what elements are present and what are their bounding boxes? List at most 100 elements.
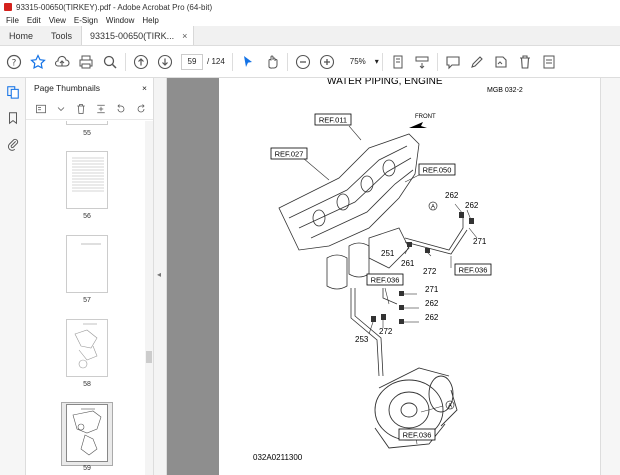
part-number: 261	[401, 259, 415, 268]
page-navigator: 59 / 124	[181, 53, 225, 70]
zoom-out-icon[interactable]	[291, 50, 315, 74]
hand-icon[interactable]	[260, 50, 284, 74]
insert-page-icon[interactable]	[92, 100, 110, 118]
svg-text:A: A	[448, 404, 452, 410]
export-icon[interactable]	[537, 50, 561, 74]
attachment-icon[interactable]	[4, 134, 22, 154]
page-fit-icon[interactable]	[386, 50, 410, 74]
comment-icon[interactable]	[441, 50, 465, 74]
toolbar-divider	[286, 52, 288, 71]
thumbnail-label: 59	[83, 465, 91, 472]
svg-text:REF.036: REF.036	[403, 431, 432, 440]
turbocharger-outline	[374, 367, 458, 449]
fittings	[371, 212, 474, 324]
parts-drawing: WATER PIPING, ENGINE MGB 032-2 FRONT	[253, 78, 523, 462]
delete-icon[interactable]	[513, 50, 537, 74]
rotate-cw-icon[interactable]	[132, 100, 150, 118]
star-icon[interactable]	[26, 50, 50, 74]
thumbnail-page-58[interactable]	[66, 319, 108, 377]
options-menu-icon[interactable]	[32, 100, 50, 118]
ref-box-011: REF.011	[314, 113, 352, 126]
part-number: 262	[465, 201, 479, 210]
menu-window[interactable]: Window	[105, 15, 135, 25]
chevron-down-icon[interactable]	[52, 100, 70, 118]
zoom-level[interactable]: 75%	[349, 57, 366, 66]
page-thumbnails-icon[interactable]	[4, 82, 22, 102]
ref-box-027: REF.027	[270, 147, 308, 160]
window-title: 93315-00650(TIRKEY).pdf - Adobe Acrobat …	[16, 2, 213, 12]
thumbnail-label: 55	[83, 130, 91, 137]
document-view[interactable]: WATER PIPING, ENGINE MGB 032-2 FRONT	[167, 78, 620, 475]
rotate-ccw-icon[interactable]	[112, 100, 130, 118]
workspace: Page Thumbnails × 55	[0, 78, 620, 475]
part-number: 262	[425, 299, 439, 308]
panel-toolbar	[26, 98, 153, 120]
tab-document[interactable]: 93315-00650(TIRK... ×	[81, 26, 195, 45]
thumbnail-scrollbar[interactable]	[145, 121, 153, 475]
print-icon[interactable]	[74, 50, 98, 74]
zoom-in-icon[interactable]	[315, 50, 339, 74]
scrollbar-thumb[interactable]	[146, 351, 152, 363]
right-tools-pane[interactable]	[600, 78, 620, 475]
part-number: 272	[379, 327, 393, 336]
ref-box-036-middle: REF.036	[366, 273, 404, 286]
svg-text:REF.036: REF.036	[459, 266, 488, 275]
collapse-panel-icon[interactable]: ◂	[157, 270, 162, 279]
engine-block-outline	[278, 133, 420, 290]
pen-icon[interactable]	[465, 50, 489, 74]
pdf-page: WATER PIPING, ENGINE MGB 032-2 FRONT	[219, 78, 603, 475]
bookmark-icon[interactable]	[4, 108, 22, 128]
part-numbers: 262 262 271 251 261 272 271 262 262 253 …	[355, 191, 487, 344]
search-zoom-icon[interactable]	[98, 50, 122, 74]
sign-icon[interactable]	[489, 50, 513, 74]
toolbar-divider	[125, 52, 126, 71]
toolbar-divider	[436, 52, 438, 71]
part-number: 272	[423, 267, 437, 276]
svg-text:?: ?	[12, 58, 17, 68]
menu-bar: File Edit View E-Sign Window Help	[0, 14, 620, 26]
help-icon[interactable]: ?	[2, 50, 26, 74]
part-number: 251	[381, 249, 395, 258]
thumbnails-panel: Page Thumbnails × 55	[26, 78, 154, 475]
thumbnail-label: 57	[83, 297, 91, 304]
pointer-icon[interactable]	[236, 50, 260, 74]
thumbnail-page-56[interactable]	[66, 151, 108, 209]
part-number: 262	[445, 191, 459, 200]
upload-icon[interactable]	[50, 50, 74, 74]
menu-help[interactable]: Help	[142, 15, 159, 25]
front-label: FRONT	[415, 114, 436, 120]
acrobat-app-icon	[4, 3, 12, 11]
ref-box-050: REF.050	[418, 163, 456, 176]
svg-text:REF.050: REF.050	[423, 166, 452, 175]
panel-splitter[interactable]: ◂	[154, 78, 167, 475]
part-number: 262	[425, 313, 439, 322]
marker-a-bottom: A	[445, 400, 455, 410]
menu-edit[interactable]: Edit	[26, 15, 41, 25]
close-tab-icon[interactable]: ×	[182, 30, 188, 41]
ref-box-036-bottom: REF.036	[398, 428, 436, 441]
tab-home[interactable]: Home	[9, 30, 34, 41]
title-bar: 93315-00650(TIRKEY).pdf - Adobe Acrobat …	[0, 0, 620, 14]
scroll-mode-icon[interactable]	[410, 50, 434, 74]
toolbar: ? 59 / 124 75% ▾	[0, 46, 620, 78]
tab-tools[interactable]: Tools	[51, 30, 73, 41]
drawing-title: WATER PIPING, ENGINE	[327, 78, 443, 87]
arrow-up-icon[interactable]	[129, 50, 153, 74]
delete-page-icon[interactable]	[72, 100, 90, 118]
thumbnail-page-55[interactable]	[66, 121, 108, 125]
toolbar-divider	[381, 52, 383, 71]
chevron-down-icon: ▾	[374, 57, 379, 66]
thumbnail-page-57[interactable]	[66, 235, 108, 293]
arrow-down-icon[interactable]	[153, 50, 177, 74]
menu-esign[interactable]: E-Sign	[73, 15, 98, 25]
current-page-input[interactable]: 59	[181, 53, 203, 70]
left-navigation-rail	[0, 78, 26, 475]
zoom-dropdown[interactable]: 75% ▾	[341, 54, 379, 70]
menu-view[interactable]: View	[48, 15, 66, 25]
part-number: 271	[425, 285, 439, 294]
drawing-footer-code: 032A0211300	[253, 453, 303, 462]
thumbnail-page-59[interactable]	[66, 404, 108, 462]
menu-file[interactable]: File	[6, 15, 19, 25]
thumbnail-list: 55 56 57	[26, 121, 146, 475]
close-panel-icon[interactable]: ×	[142, 83, 147, 93]
